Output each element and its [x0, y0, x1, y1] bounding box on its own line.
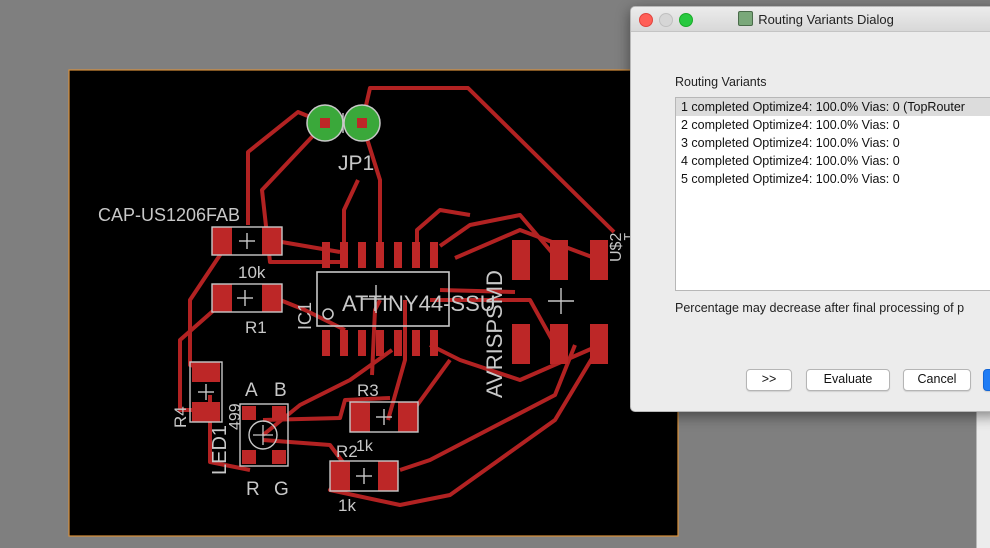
routing-variants-label: Routing Variants — [675, 75, 767, 89]
u2-label: U$2 — [608, 233, 625, 262]
led-g-label: G — [274, 479, 289, 500]
isp-label: AVRISPSMD — [482, 270, 507, 398]
dialog-title: Routing Variants Dialog — [758, 12, 894, 27]
r1-label: R1 — [245, 318, 267, 337]
r1-footprint[interactable] — [211, 283, 283, 313]
dialog-titlebar[interactable]: Routing Variants Dialog — [631, 7, 990, 32]
cap-label: CAP-US1206FAB — [98, 205, 240, 225]
variant-item-4[interactable]: 4 completed Optimize4: 100.0% Vias: 0 — [681, 154, 900, 168]
r2-footprint[interactable] — [329, 460, 399, 492]
board-outline — [68, 69, 679, 537]
jp1-label: JP1 — [338, 152, 374, 175]
c1-value-label: 10k — [238, 263, 266, 282]
r3-label: R3 — [357, 381, 379, 400]
close-window-button[interactable] — [639, 13, 653, 27]
dialog-title-wrap: Routing Variants Dialog — [631, 11, 990, 27]
variant-item-3[interactable]: 3 completed Optimize4: 100.0% Vias: 0 — [681, 136, 900, 150]
r2-value-label: 1k — [338, 496, 356, 515]
r4-label: R4 — [171, 406, 190, 428]
percentage-note: Percentage may decrease after final proc… — [675, 301, 965, 315]
more-button[interactable]: >> — [746, 369, 792, 391]
led1-footprint[interactable] — [239, 403, 289, 467]
ic1-value-label: ATTINY44-SSU — [342, 291, 496, 316]
r2-label: R2 — [336, 442, 358, 461]
avrisp-header[interactable] — [512, 240, 608, 364]
variants-list[interactable]: 1 completed Optimize4: 100.0% Vias: 0 (T… — [675, 97, 990, 291]
evaluate-button[interactable]: Evaluate — [806, 369, 890, 391]
ic1-footprint[interactable] — [316, 242, 450, 356]
led-a-label: A — [245, 380, 258, 401]
u1-pin-label: 1 — [620, 232, 637, 241]
variant-item-5[interactable]: 5 completed Optimize4: 100.0% Vias: 0 — [681, 172, 900, 186]
ic1-label: IC1 — [295, 302, 315, 330]
eagle-app-icon — [738, 11, 754, 26]
jp1-connector[interactable] — [306, 104, 381, 142]
led1-label: LED1 — [209, 425, 231, 475]
zoom-window-button[interactable] — [679, 13, 693, 27]
background-window-edge — [976, 410, 990, 548]
r3-footprint[interactable] — [349, 401, 419, 433]
variant-item-2[interactable]: 2 completed Optimize4: 100.0% Vias: 0 — [681, 118, 900, 132]
default-action-button[interactable] — [983, 369, 990, 391]
r4-footprint[interactable] — [189, 361, 223, 423]
led-b-label: B — [274, 380, 287, 401]
r4-value-label: 499 — [227, 403, 244, 430]
c1-footprint[interactable] — [211, 226, 283, 256]
routing-variants-dialog: Routing Variants Dialog Routing Variants… — [630, 6, 990, 412]
led-r-label: R — [246, 479, 260, 500]
minimize-window-button[interactable] — [659, 13, 673, 27]
variant-item-1[interactable]: 1 completed Optimize4: 100.0% Vias: 0 (T… — [676, 98, 990, 116]
r3-value-label: 1k — [356, 438, 374, 455]
cancel-button[interactable]: Cancel — [903, 369, 971, 391]
